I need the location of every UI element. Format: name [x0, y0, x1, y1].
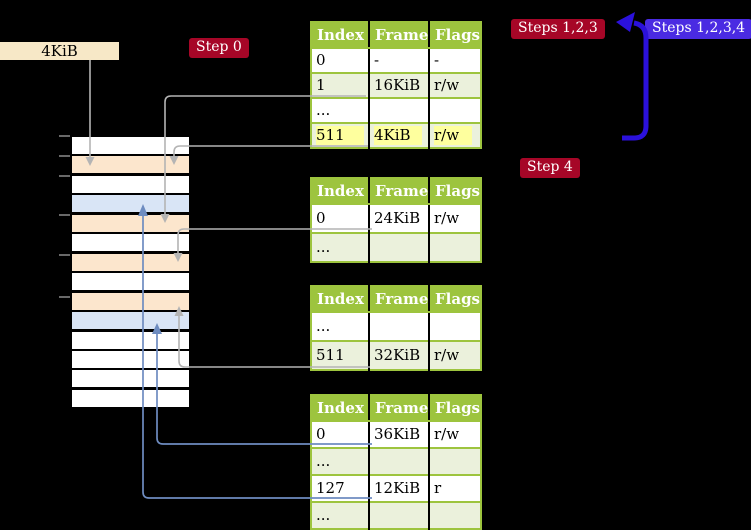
column-header-index: Index [311, 395, 369, 422]
highlight: 4KiB [374, 126, 422, 145]
frame-cell [368, 97, 429, 123]
table-row: ... [311, 312, 481, 341]
flags-cell [428, 501, 481, 529]
flags-cell: r/w [428, 122, 481, 148]
page-frame-row [72, 175, 189, 193]
column-header-index: Index [311, 178, 369, 205]
index-cell: ... [311, 501, 369, 529]
table-row: 127 12KiB r [311, 474, 481, 502]
page-frame-row [72, 350, 189, 368]
column-header-frame: Frame [368, 286, 429, 313]
frame-cell: 12KiB [368, 474, 429, 502]
column-header-flags: Flags [428, 178, 481, 205]
index-cell: 0 [316, 425, 326, 443]
frame-address-label: 4KiB [0, 42, 119, 60]
flags-cell: r/w [428, 340, 481, 370]
table-row: ... [311, 447, 481, 475]
table-row: ... [311, 97, 481, 123]
recursive-loop-arrow [616, 12, 649, 141]
step0-badge: Step 0 [189, 38, 249, 58]
table-row: ... [311, 501, 481, 529]
column-header-frame: Frame [368, 22, 429, 49]
page-frame-row [72, 137, 189, 154]
flags-cell: - [428, 48, 481, 73]
flags-cell [428, 312, 481, 341]
steps1234-badge: Steps 1,2,3,4 [645, 19, 751, 39]
frame-cell: 4KiB [368, 122, 429, 148]
page-frame-row [72, 312, 189, 330]
table-row: 511 32KiB r/w [311, 340, 481, 370]
frame-cell: 16KiB [368, 72, 429, 98]
flags-cell: r/w [428, 204, 481, 233]
table-row: 0 24KiB r/w [311, 204, 481, 233]
frame-cell: - [368, 48, 429, 73]
page-frame-row [72, 195, 189, 213]
index-cell: 511 [311, 340, 369, 370]
frame-cell [368, 501, 429, 529]
flags-cell: r [428, 474, 481, 502]
flags-cell [428, 97, 481, 123]
frame-cell: 36KiB [368, 421, 429, 448]
page-frame-row [72, 214, 189, 232]
page-table-level3: Index Frame Flags 0 24KiB r/w ... [310, 177, 482, 263]
index-cell: ... [311, 97, 369, 123]
page-frame-row [72, 234, 189, 252]
column-header-index: Index [311, 22, 369, 49]
index-cell: ... [311, 447, 369, 475]
index-cell: 0 [316, 209, 326, 227]
index-cell: ... [316, 317, 331, 335]
index-cell: 0 [316, 51, 326, 69]
highlight: 511 [316, 126, 364, 145]
column-header-flags: Flags [428, 22, 481, 49]
frame-cell [368, 232, 429, 262]
flags-cell: r/w [428, 72, 481, 98]
index-cell: 511 [311, 122, 369, 148]
page-frame-row [72, 292, 189, 310]
page-frame-row [72, 370, 189, 388]
flags-cell [428, 447, 481, 475]
column-header-frame: Frame [368, 178, 429, 205]
column-header-frame: Frame [368, 395, 429, 422]
index-cell: ... [311, 232, 369, 262]
page-frame-row [72, 331, 189, 349]
table-row: ... [311, 232, 481, 262]
page-frame-row [72, 253, 189, 271]
steps123-badge: Steps 1,2,3 [511, 19, 605, 39]
page-table-level2: Index Frame Flags ... 511 32KiB r/w [310, 285, 482, 371]
flags-cell: r/w [428, 421, 481, 448]
page-table-level4: Index Frame Flags 0 - - 1 16KiB r/w ... … [310, 21, 482, 149]
page-table-level1: Index Frame Flags 0 36KiB r/w ... 127 12… [310, 394, 482, 530]
table-row: 0 - - [311, 48, 481, 73]
column-header-flags: Flags [428, 395, 481, 422]
frame-cell [368, 447, 429, 475]
frame-cell [368, 312, 429, 341]
physical-memory-stack [72, 0, 189, 528]
column-header-index: Index [311, 286, 369, 313]
frame-cell: 24KiB [368, 204, 429, 233]
table-row: 0 36KiB r/w [311, 421, 481, 448]
index-cell: 127 [311, 474, 369, 502]
page-frame-row [72, 156, 189, 174]
table-row-highlighted: 511 4KiB r/w [311, 122, 481, 148]
table-row: 1 16KiB r/w [311, 72, 481, 98]
flags-cell [428, 232, 481, 262]
highlight: r/w [434, 126, 472, 145]
column-header-flags: Flags [428, 286, 481, 313]
page-frame-row [72, 389, 189, 407]
step4-badge: Step 4 [520, 158, 580, 178]
index-cell: 1 [311, 72, 369, 98]
address-ticks [59, 135, 70, 298]
frame-cell: 32KiB [368, 340, 429, 370]
page-frame-row [72, 273, 189, 291]
